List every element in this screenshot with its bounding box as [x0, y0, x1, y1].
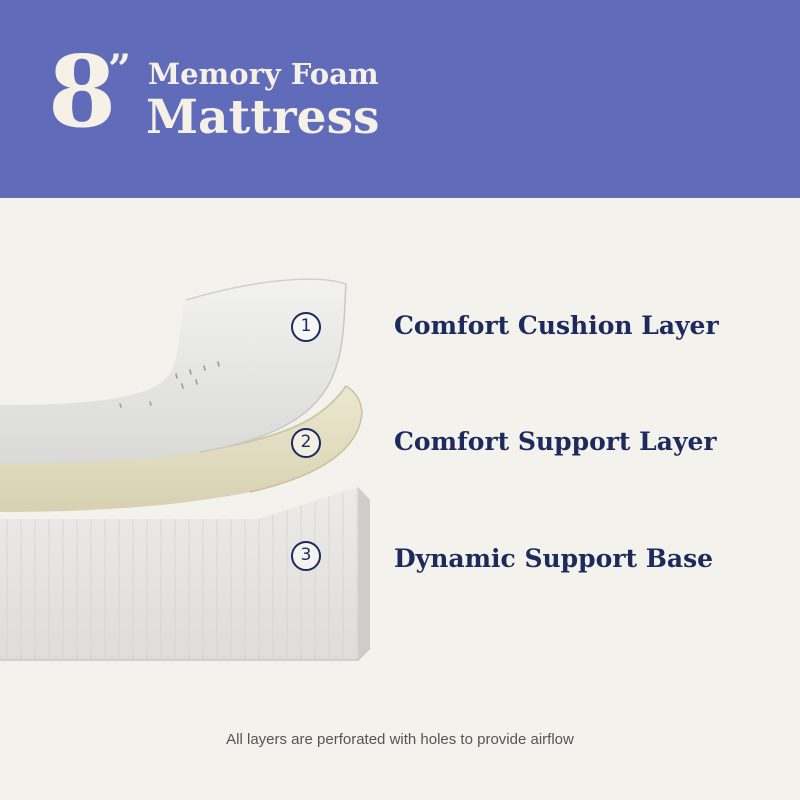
mattress-size-unit: ” — [108, 46, 132, 93]
layer-3-number-badge: 3 — [291, 541, 321, 571]
mattress-size-number: 8 — [48, 35, 117, 150]
mattress-layers-illustration — [0, 278, 371, 661]
layer-2-number-badge: 2 — [291, 428, 321, 458]
title-line-1: Memory Foam — [148, 57, 379, 91]
layer-1-number-badge: 1 — [291, 312, 321, 342]
layer-1-label: Comfort Cushion Layer — [394, 311, 719, 340]
title-line-2: Mattress — [146, 90, 380, 145]
base-layer-shape — [0, 487, 371, 661]
airflow-footnote: All layers are perforated with holes to … — [226, 731, 574, 748]
layer-3-label: Dynamic Support Base — [394, 544, 714, 573]
cushion-layer-shape — [0, 278, 347, 464]
header-banner: 8 ” Memory Foam Mattress — [0, 0, 800, 198]
layer-2-label: Comfort Support Layer — [394, 427, 717, 456]
